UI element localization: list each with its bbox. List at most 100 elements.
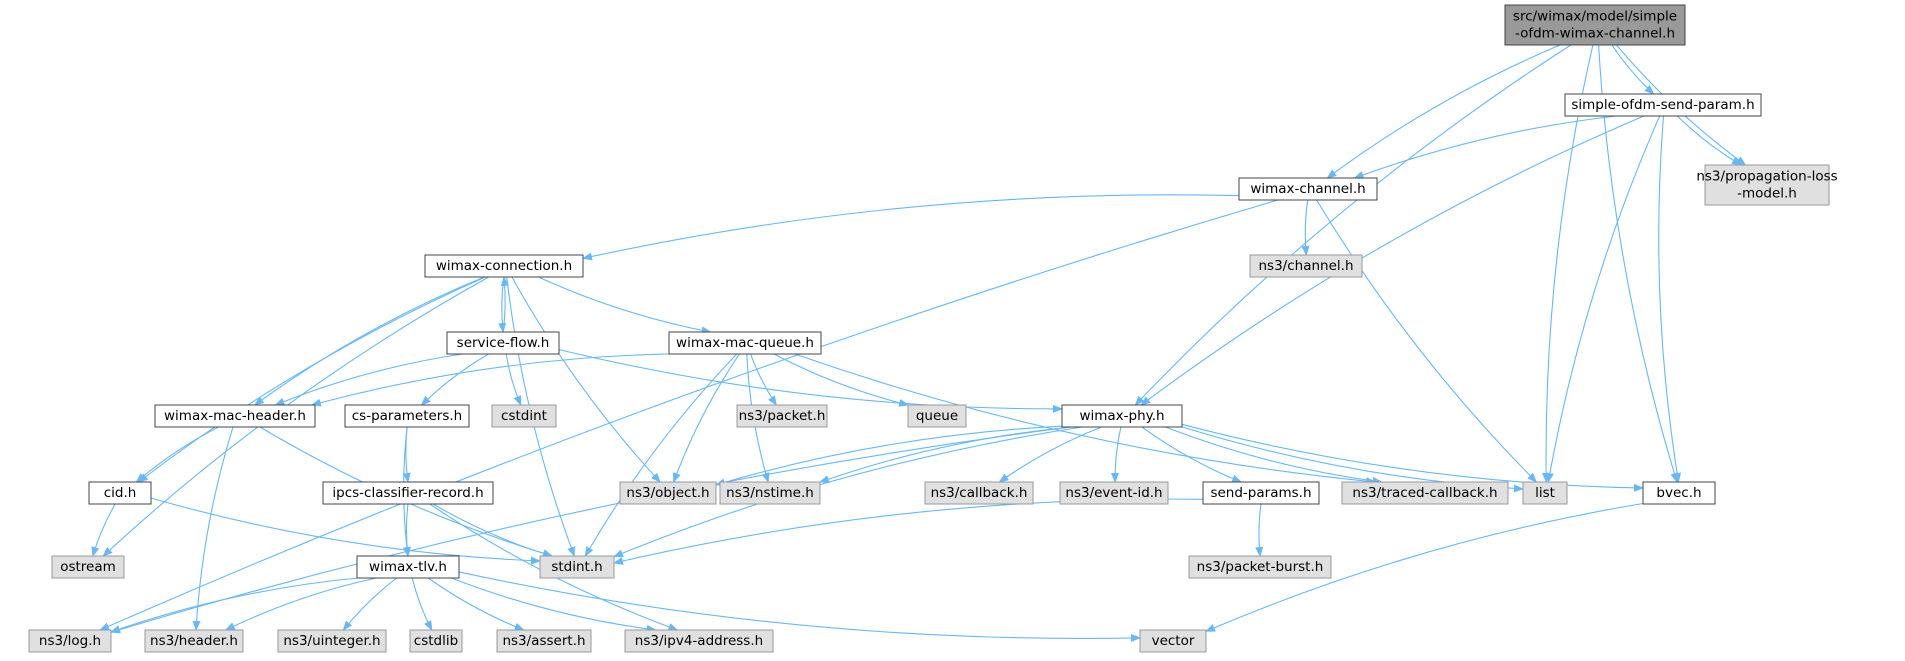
- edge-conn-to-object: [511, 276, 661, 483]
- edge-tlv-to-header: [224, 577, 377, 631]
- edge-cid-to-stdint: [150, 497, 541, 565]
- node-sendparam[interactable]: simple-ofdm-send-param.h: [1564, 93, 1762, 117]
- node-box: [1704, 164, 1830, 206]
- edge-phy-to-log: [110, 426, 1071, 634]
- node-csparam[interactable]: cs-parameters.h: [344, 404, 470, 428]
- node-cstdint[interactable]: cstdint: [491, 404, 557, 428]
- node-assert[interactable]: ns3/assert.h: [496, 629, 592, 653]
- node-box: [277, 629, 387, 653]
- edge-tlv-to-assert: [427, 577, 525, 631]
- node-box: [1642, 481, 1716, 505]
- node-label: ns3/channel.h: [1259, 258, 1354, 274]
- node-label: ns3/event-id.h: [1065, 485, 1162, 501]
- node-tlv[interactable]: wimax-tlv.h: [356, 555, 460, 579]
- node-phy[interactable]: wimax-phy.h: [1061, 404, 1183, 428]
- node-ns3chan[interactable]: ns3/channel.h: [1249, 254, 1363, 278]
- node-label: bvec.h: [1656, 485, 1701, 501]
- edge-conn-to-cid: [137, 276, 486, 483]
- edge-phy-to-bvec: [1181, 423, 1644, 492]
- edge-sendparams-to-pktburst: [1255, 503, 1264, 557]
- node-ipcs[interactable]: ipcs-classifier-record.h: [322, 481, 494, 505]
- edge-tlv-to-cstdlib: [411, 577, 433, 631]
- edge-chan-to-list: [1316, 199, 1538, 483]
- node-label: -ofdm-wimax-channel.h: [1515, 26, 1675, 42]
- edge-chan-to-conn: [582, 194, 1240, 261]
- node-label: vector: [1152, 633, 1195, 649]
- node-machdr[interactable]: wimax-mac-header.h: [154, 404, 316, 428]
- node-box: [322, 481, 494, 505]
- edge-sflow-to-cstdint: [505, 353, 522, 406]
- edge-phy-to-nstime: [819, 426, 1072, 483]
- node-label: send-params.h: [1210, 485, 1311, 501]
- edge-sflow-to-phy: [558, 349, 1063, 413]
- edges-layer: [91, 44, 1747, 642]
- node-conn[interactable]: wimax-connection.h: [424, 254, 584, 278]
- node-label: queue: [916, 408, 958, 424]
- node-root[interactable]: src/wimax/model/simple-ofdm-wimax-channe…: [1504, 4, 1686, 46]
- node-label: ns3/ipv4-address.h: [635, 633, 763, 649]
- node-bvec[interactable]: bvec.h: [1642, 481, 1716, 505]
- edge-tlv-to-uinteger: [342, 577, 398, 631]
- node-object[interactable]: ns3/object.h: [619, 481, 717, 505]
- node-box: [1504, 4, 1686, 46]
- edge-macq-to-machdr: [310, 353, 670, 407]
- node-packet[interactable]: ns3/packet.h: [736, 404, 828, 428]
- node-box: [1059, 481, 1169, 505]
- node-label: stdint.h: [551, 559, 602, 575]
- node-box: [539, 555, 615, 579]
- edge-ipcs-to-stdint: [432, 503, 553, 558]
- node-label: wimax-connection.h: [436, 258, 572, 274]
- edge-tlv-to-ipv4: [451, 577, 657, 633]
- node-box: [619, 481, 717, 505]
- nodes-layer: src/wimax/model/simple-ofdm-wimax-channe…: [28, 4, 1838, 653]
- node-box: [424, 254, 584, 278]
- node-proploss[interactable]: ns3/propagation-loss-model.h: [1696, 164, 1838, 206]
- edge-macq-to-queue: [773, 353, 910, 407]
- node-box: [1238, 177, 1378, 201]
- node-macq[interactable]: wimax-mac-queue.h: [668, 331, 822, 355]
- node-sendparams[interactable]: send-params.h: [1202, 481, 1320, 505]
- node-label: wimax-phy.h: [1079, 408, 1164, 424]
- node-box: [154, 404, 316, 428]
- node-chan[interactable]: wimax-channel.h: [1238, 177, 1378, 201]
- node-ipv4[interactable]: ns3/ipv4-address.h: [624, 629, 774, 653]
- node-cid[interactable]: cid.h: [88, 481, 152, 505]
- edge-root-to-chan: [1326, 44, 1561, 179]
- node-pktburst[interactable]: ns3/packet-burst.h: [1188, 555, 1332, 579]
- node-list[interactable]: list: [1522, 481, 1568, 505]
- node-uinteger[interactable]: ns3/uinteger.h: [277, 629, 387, 653]
- node-label: cs-parameters.h: [352, 408, 462, 424]
- edge-ipcs-to-tlv: [402, 503, 411, 557]
- node-traced[interactable]: ns3/traced-callback.h: [1341, 481, 1509, 505]
- node-log[interactable]: ns3/log.h: [28, 629, 112, 653]
- node-label: -model.h: [1737, 186, 1797, 202]
- node-box: [1249, 254, 1363, 278]
- edge-sflow-to-conn: [500, 276, 509, 333]
- node-header[interactable]: ns3/header.h: [144, 629, 244, 653]
- node-box: [719, 481, 821, 505]
- node-nstime[interactable]: ns3/nstime.h: [719, 481, 821, 505]
- node-cstdlib[interactable]: cstdlib: [409, 629, 463, 653]
- node-box: [736, 404, 828, 428]
- node-label: ns3/traced-callback.h: [1352, 485, 1497, 501]
- node-vector[interactable]: vector: [1139, 629, 1207, 653]
- edge-sendparam-to-phy: [1140, 115, 1645, 406]
- node-callback[interactable]: ns3/callback.h: [924, 481, 1034, 505]
- node-queue[interactable]: queue: [907, 404, 967, 428]
- edge-sflow-to-machdr: [274, 353, 463, 406]
- edge-tlv-to-log: [110, 577, 358, 633]
- node-box: [924, 481, 1034, 505]
- node-stdint[interactable]: stdint.h: [539, 555, 615, 579]
- node-box: [144, 629, 244, 653]
- node-ostream[interactable]: ostream: [51, 555, 125, 579]
- node-box: [668, 331, 822, 355]
- node-box: [356, 555, 460, 579]
- node-box: [88, 481, 152, 505]
- edge-phy-to-object: [715, 425, 1063, 487]
- node-label: cstdlib: [414, 633, 458, 649]
- node-eventid[interactable]: ns3/event-id.h: [1059, 481, 1169, 505]
- edge-bvec-to-vector: [1205, 502, 1644, 632]
- node-label: ns3/packet-burst.h: [1197, 559, 1324, 575]
- node-sflow[interactable]: service-flow.h: [446, 331, 560, 355]
- node-label: ostream: [60, 559, 116, 575]
